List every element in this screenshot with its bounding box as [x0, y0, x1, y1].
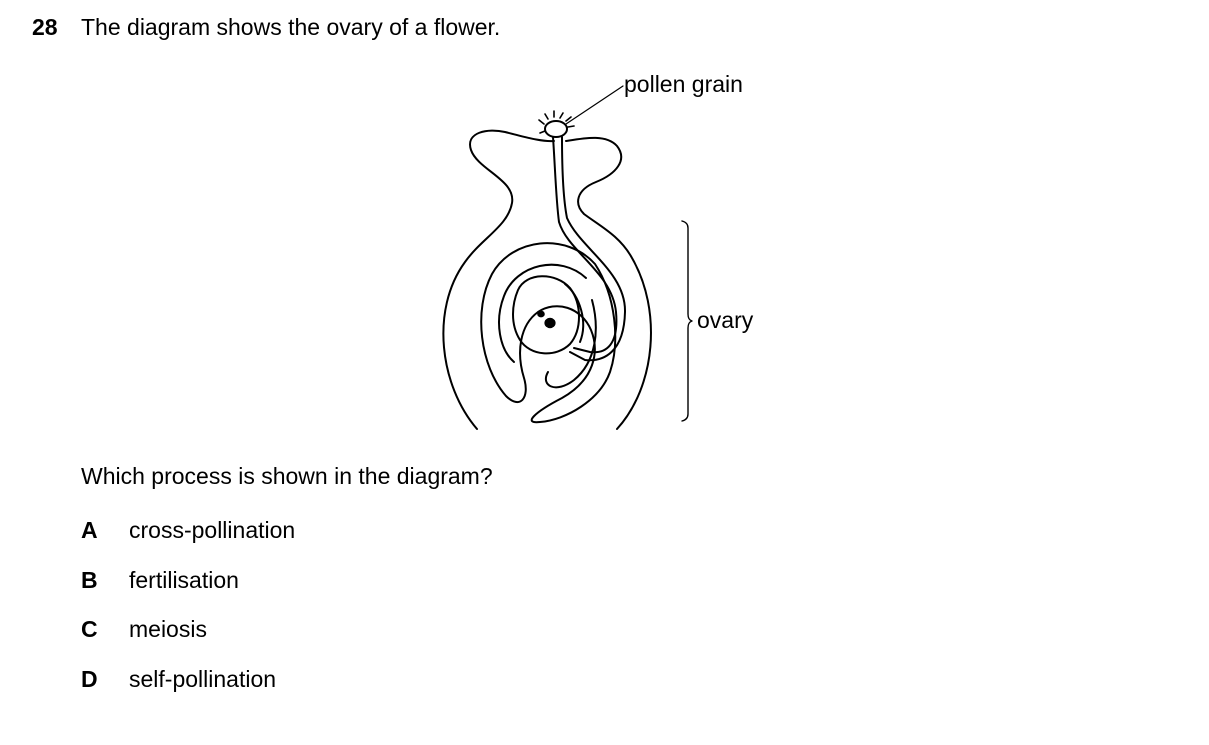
ovule-inner-layer-2 — [545, 299, 597, 389]
ovule-outer-layer — [480, 242, 617, 424]
embryo-sac — [512, 275, 580, 355]
embryo-sac-inner — [564, 283, 585, 343]
question-number: 28 — [32, 14, 58, 40]
option-text: self-pollination — [129, 666, 277, 692]
carpel-outline-left — [442, 129, 555, 430]
flower-ovary-diagram: pollen grain ovary — [420, 62, 800, 437]
ovule-inner-layer — [498, 263, 587, 363]
option-letter: C — [81, 616, 98, 642]
option-text: meiosis — [129, 616, 207, 642]
nucleus — [537, 310, 545, 318]
question-stem: The diagram shows the ovary of a flower. — [81, 14, 501, 40]
ovary-bracket — [681, 220, 693, 422]
option-letter: B — [81, 567, 98, 593]
question-prompt: Which process is shown in the diagram? — [81, 463, 493, 489]
nucleus — [544, 317, 556, 329]
option-letter: D — [81, 666, 98, 692]
ovary-label: ovary — [697, 307, 754, 333]
pollen-grain-label: pollen grain — [624, 71, 743, 97]
option-text: cross-pollination — [129, 517, 296, 543]
option-letter: A — [81, 517, 98, 543]
pollen-grain — [538, 110, 575, 138]
pollen-grain-label-line — [565, 85, 624, 125]
pollen-tube — [552, 136, 627, 362]
carpel-outline-right — [565, 136, 652, 430]
option-text: fertilisation — [129, 567, 239, 593]
